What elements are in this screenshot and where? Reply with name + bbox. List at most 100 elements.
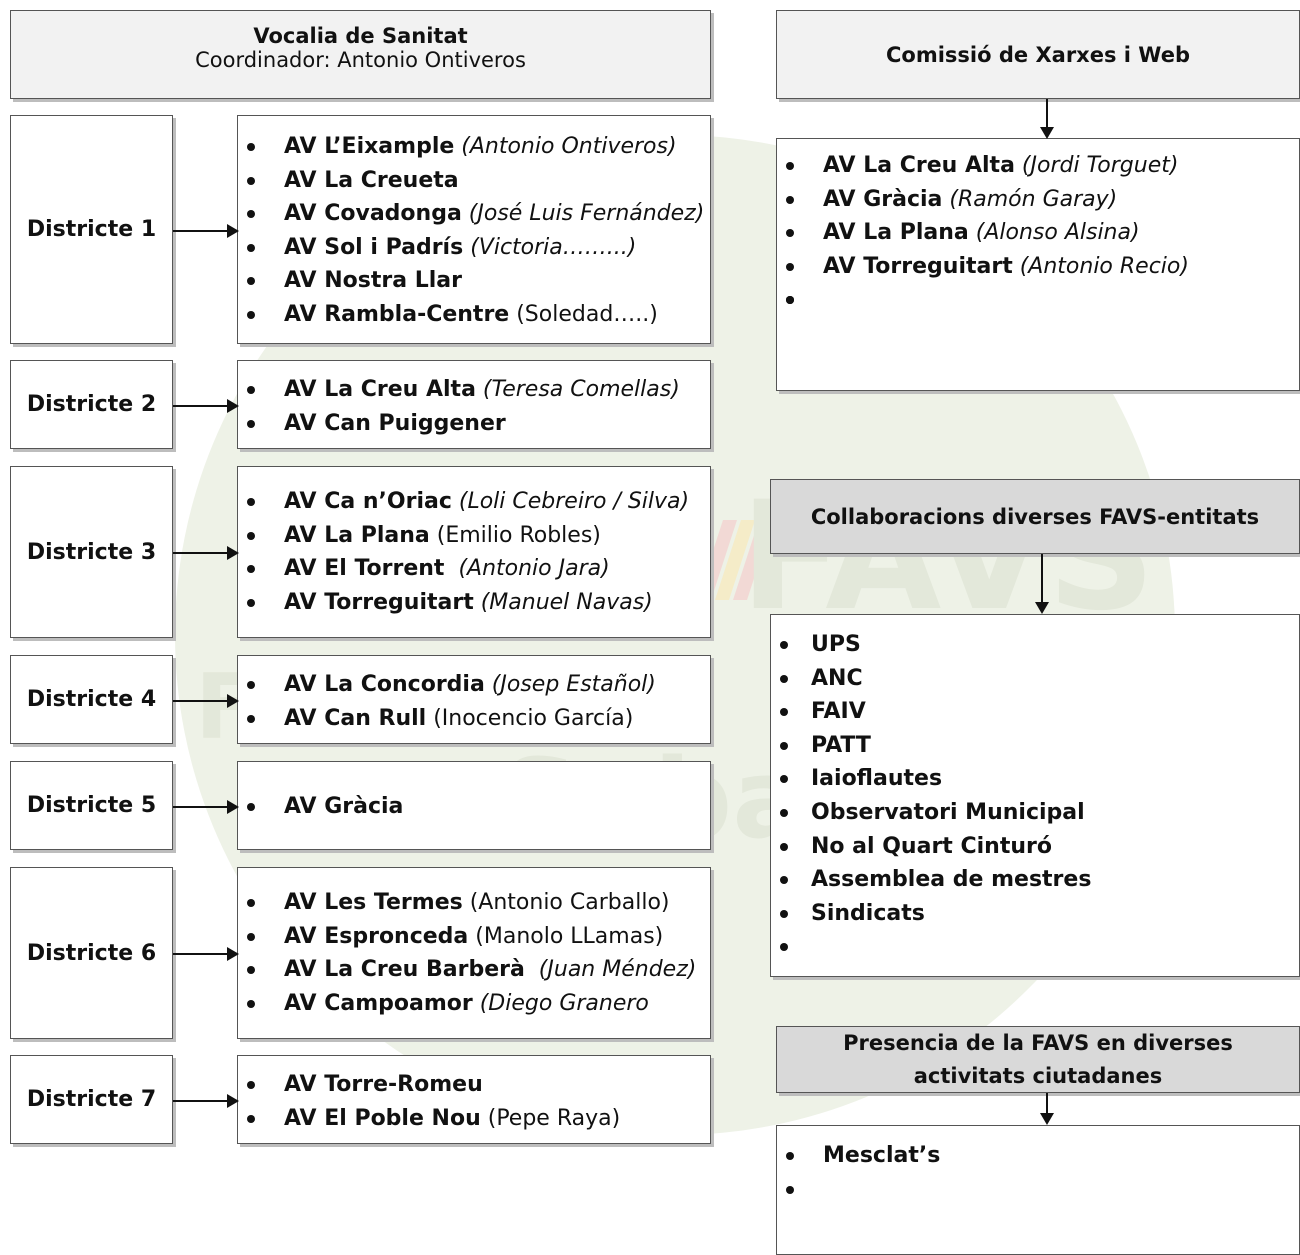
contact-person: (Antonio Carballo) xyxy=(462,890,670,915)
entity-name: PATT xyxy=(811,732,871,758)
association-list: AV Les Termes (Antonio Carballo)AV Espro… xyxy=(238,886,710,1020)
list-item: AV Torreguitart (Antonio Recio) xyxy=(777,250,1299,284)
list-item: AV Covadonga (José Luis Fernández) xyxy=(238,197,710,231)
entity-name: AV El Torrent xyxy=(284,556,445,581)
contact-person: (Loli Cebreiro / Silva) xyxy=(451,489,690,514)
district-arrow xyxy=(173,1093,239,1108)
list-item: AV Campoamor (Diego Granero xyxy=(238,987,710,1021)
list-item: AV El Poble Nou (Pepe Raya) xyxy=(238,1102,710,1136)
list-item: FAIV xyxy=(771,695,1299,729)
presencia-title: Presencia de la FAVS en diverses activit… xyxy=(843,1030,1233,1088)
vocalia-coordinator: Coordinador: Antonio Ontiveros xyxy=(195,48,526,72)
contact-person: (Victoria……...) xyxy=(463,234,637,260)
entity-name: AV L’Eixample xyxy=(284,134,455,159)
list-item: Iaioflautes xyxy=(771,762,1299,796)
presencia-list-box: Mesclat’s xyxy=(776,1125,1300,1255)
list-item: AV Can Puiggener xyxy=(238,407,710,441)
list-item: AV El Torrent (Antonio Jara) xyxy=(238,552,710,586)
list-item: Mesclat’s xyxy=(777,1139,1299,1173)
list-item: UPS xyxy=(771,628,1299,662)
district-label: Districte 1 xyxy=(10,115,173,344)
xarxes-list-box: AV La Creu Alta (Jordi Torguet)AV Gràcia… xyxy=(776,138,1300,391)
district-list-box: AV L’Eixample (Antonio Ontiveros) AV La C… xyxy=(237,115,711,344)
district-label: Districte 5 xyxy=(10,761,173,850)
contact-person: (Juan Méndez) xyxy=(524,957,697,982)
list-item: AV Can Rull (Inocencio García) xyxy=(238,702,710,736)
entity-name: AV La Plana xyxy=(284,522,430,548)
contact-person: (Antonio Jara) xyxy=(444,556,610,581)
list-item: AV Gràcia (Ramón Garay) xyxy=(777,183,1299,217)
district-list-box: AV Gràcia xyxy=(237,761,711,850)
entity-name: AV La Concordia xyxy=(284,672,485,697)
contact-person: (Manolo LLamas) xyxy=(468,923,664,949)
entity-name: AV Can Puiggener xyxy=(284,410,506,436)
entity-name: AV Gràcia xyxy=(823,186,943,212)
district-list-box: AV Les Termes (Antonio Carballo)AV Espro… xyxy=(237,867,711,1039)
entity-name: AV Gràcia xyxy=(284,794,404,819)
association-list: AV Gràcia xyxy=(238,790,710,824)
entity-name: AV La Creu Alta xyxy=(284,377,476,402)
contact-person: (Soledad…..) xyxy=(509,301,658,327)
entity-name: Observatori Municipal xyxy=(811,799,1085,825)
district-label: Districte 7 xyxy=(10,1055,173,1144)
entity-name: AV Nostra Llar xyxy=(284,268,462,293)
contact-person: (Pepe Raya) xyxy=(480,1105,621,1131)
entity-name: AV La Creu Barberà xyxy=(284,957,525,982)
district-arrow xyxy=(173,799,239,814)
presencia-arrow xyxy=(1040,1093,1054,1125)
association-list: AV La Creu Alta (Teresa Comellas) AV Can … xyxy=(238,373,710,440)
presencia-header: Presencia de la FAVS en diverses activit… xyxy=(776,1026,1300,1093)
collaboracions-title: Collaboracions diverses FAVS-entitats xyxy=(810,504,1260,529)
presencia-list: Mesclat’s xyxy=(777,1139,1299,1194)
district-arrow xyxy=(173,223,239,238)
list-item: No al Quart Cinturó xyxy=(771,830,1299,864)
list-item: AV Torreguitart (Manuel Navas) xyxy=(238,586,710,620)
list-item: AV Les Termes (Antonio Carballo) xyxy=(238,886,710,920)
contact-person: (José Luis Fernández) xyxy=(461,201,705,226)
list-item: AV Gràcia xyxy=(238,790,710,824)
entity-name: No al Quart Cinturó xyxy=(811,833,1052,859)
district-label: Districte 2 xyxy=(10,360,173,449)
list-item: AV Torre-Romeu xyxy=(238,1068,710,1102)
contact-person: (Diego Granero xyxy=(472,990,649,1016)
contact-person: (Antonio Recio) xyxy=(1012,253,1189,279)
entity-name: AV Campoamor xyxy=(284,990,473,1016)
entity-name: AV La Creueta xyxy=(284,167,459,193)
list-item: Assemblea de mestres xyxy=(771,863,1299,897)
entity-name: AV Les Termes xyxy=(284,890,463,915)
list-item: AV La Creueta xyxy=(238,164,710,198)
district-label: Districte 3 xyxy=(10,466,173,638)
district-list-box: AV Ca n’Oriac (Loli Cebreiro / Silva) AV … xyxy=(237,466,711,638)
district-arrow xyxy=(173,947,239,961)
list-item: AV La Creu Alta (Jordi Torguet) xyxy=(777,149,1299,183)
entity-name: AV Torreguitart xyxy=(284,589,474,615)
contact-person: (Ramón Garay) xyxy=(942,186,1118,212)
list-item: Observatori Municipal xyxy=(771,796,1299,830)
entity-name: AV El Poble Nou xyxy=(284,1105,481,1131)
entity-name: AV Ca n’Oriac xyxy=(284,489,452,514)
list-item: ANC xyxy=(771,662,1299,696)
list-item: AV L’Eixample (Antonio Ontiveros) xyxy=(238,130,710,164)
list-item: AV Rambla-Centre (Soledad…..) xyxy=(238,298,710,332)
entity-name: UPS xyxy=(811,632,861,657)
vocalia-header: Vocalia de Sanitat Coordinador: Antonio … xyxy=(10,10,711,99)
entity-name: AV Can Rull xyxy=(284,705,427,731)
district-label: Districte 4 xyxy=(10,655,173,744)
district-arrow xyxy=(173,546,239,560)
collaboracions-header: Collaboracions diverses FAVS-entitats xyxy=(770,479,1300,554)
contact-person: (Jordi Torguet) xyxy=(1014,153,1179,178)
list-item: AV Sol i Padrís (Victoria……...) xyxy=(238,231,710,265)
list-item: AV La Creu Barberà (Juan Méndez) xyxy=(238,953,710,987)
entity-name: FAIV xyxy=(811,699,866,725)
contact-person: (Emilio Robles) xyxy=(429,522,601,548)
entity-name: AV Rambla-Centre xyxy=(284,301,510,327)
contact-person: (Alonso Alsina) xyxy=(968,220,1140,245)
contact-person: (Manuel Navas) xyxy=(473,589,653,615)
xarxes-list: AV La Creu Alta (Jordi Torguet)AV Gràcia… xyxy=(777,149,1299,304)
list-item: AV La Creu Alta (Teresa Comellas) xyxy=(238,373,710,407)
contact-person: (Josep Estañol) xyxy=(484,672,656,697)
